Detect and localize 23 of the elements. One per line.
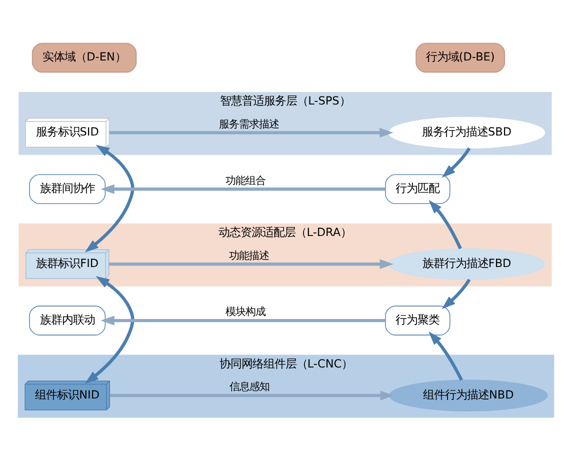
node-box: 行为匹配 — [385, 174, 450, 204]
node-ellipse: 组件行为描述NBD — [389, 380, 548, 412]
arrow — [428, 332, 463, 381]
arrow — [100, 316, 386, 326]
arrow — [110, 390, 394, 400]
edge-label: 功能组合 — [225, 174, 266, 187]
node-box: 行为域(D-BE) — [416, 42, 506, 73]
arrow — [108, 259, 394, 269]
arrow — [442, 147, 471, 178]
edge-label: 功能描述 — [228, 250, 269, 262]
arrow — [428, 200, 462, 250]
node-box: 行为聚类 — [385, 306, 450, 336]
arrow — [442, 278, 471, 310]
node-box: 族群间协作 — [29, 174, 106, 204]
node-ellipse: 服务行为描述SBD — [388, 116, 546, 149]
node-box: 实体域（D-EN） — [32, 42, 137, 73]
edge-label: 服务需求描述 — [219, 118, 280, 130]
edge-label: 模块构成 — [225, 306, 266, 318]
node-ellipse: 族群行为描述FBD — [388, 248, 546, 280]
node-box: 族群内联动 — [29, 306, 106, 336]
edge-label: 信息感知 — [229, 381, 270, 394]
arrow — [100, 184, 386, 194]
arrow — [109, 128, 394, 138]
